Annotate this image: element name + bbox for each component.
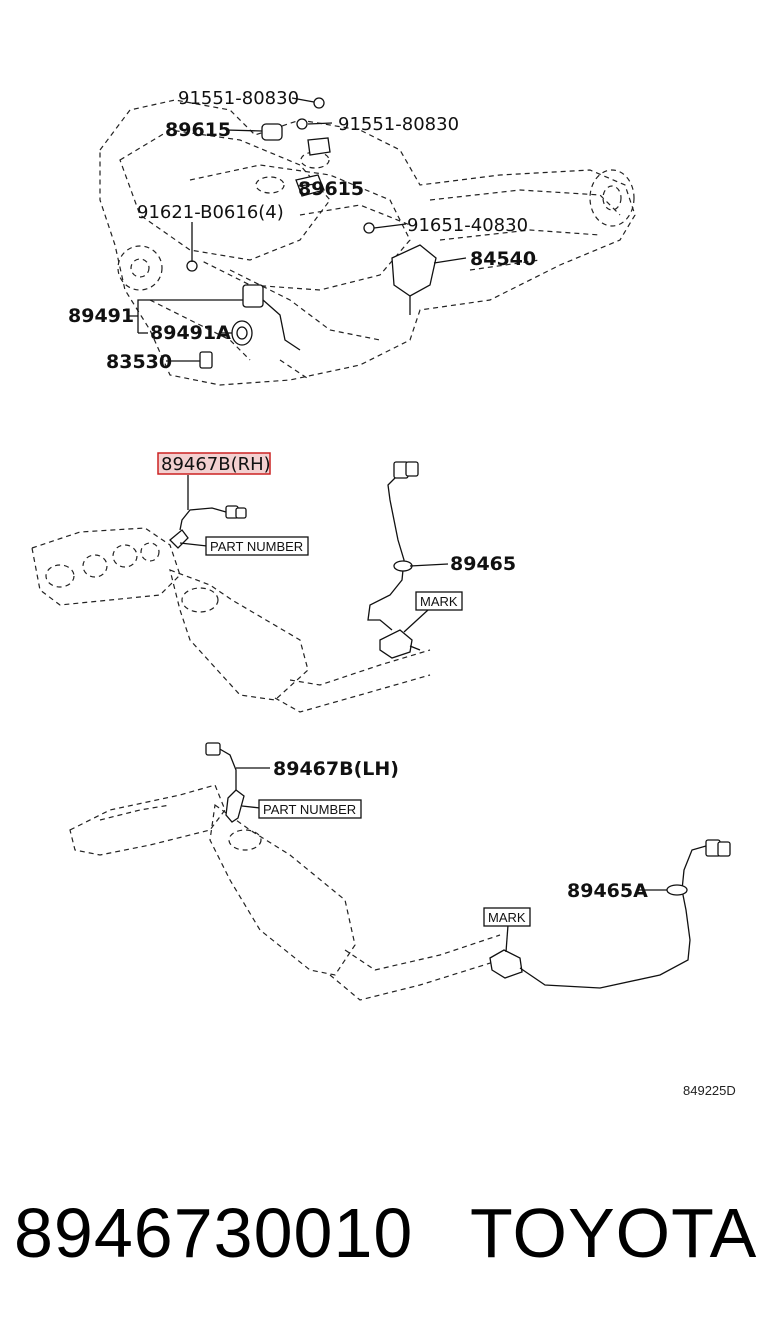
label-89465: 89465 bbox=[450, 553, 516, 575]
knock-sensor-1 bbox=[261, 123, 283, 141]
bolt-2-icon bbox=[296, 118, 308, 130]
part-number-box-1 bbox=[205, 536, 309, 556]
oil-pressure-switch bbox=[199, 351, 213, 369]
grommet-89465 bbox=[393, 560, 413, 572]
connector-89467b-lh bbox=[205, 742, 221, 756]
label-91651-40830: 91651-40830 bbox=[407, 215, 528, 236]
reference-code: 849225D bbox=[683, 1083, 736, 1098]
bolt-3-icon bbox=[307, 137, 331, 156]
engine-assembly bbox=[99, 97, 636, 386]
label-91551-80830-b: 91551-80830 bbox=[338, 114, 459, 135]
bolt-1-icon bbox=[313, 97, 325, 109]
part-number-text-1: PART NUMBER bbox=[210, 539, 303, 554]
label-89491: 89491 bbox=[68, 305, 134, 327]
sensor-89467b-lh bbox=[225, 789, 245, 823]
exhaust-lh bbox=[69, 742, 731, 1001]
sensor-89465a-body bbox=[489, 949, 523, 979]
label-89467b-lh: 89467B(LH) bbox=[273, 758, 399, 780]
exhaust-rh bbox=[31, 461, 449, 713]
cam-sensor bbox=[242, 284, 264, 308]
bolt-4-icon bbox=[186, 260, 198, 272]
label-89467b-rh[interactable]: 89467B(RH) bbox=[161, 454, 271, 475]
label-84540: 84540 bbox=[470, 248, 536, 270]
label-91621-b0616: 91621-B0616(4) bbox=[137, 202, 284, 223]
label-89615-a: 89615 bbox=[165, 119, 231, 141]
footer-part-number: 8946730010 bbox=[14, 1194, 414, 1272]
bolt-5-icon bbox=[363, 222, 375, 234]
sensor-89467b-rh bbox=[169, 529, 189, 549]
mark-box-2 bbox=[483, 907, 531, 927]
crank-sensor bbox=[391, 244, 437, 297]
knock-sensor-2 bbox=[295, 174, 325, 197]
label-89465a: 89465A bbox=[567, 880, 648, 902]
footer-brand: TOYOTA bbox=[470, 1194, 758, 1272]
label-89491a: 89491A bbox=[150, 322, 231, 344]
mark-text-1: MARK bbox=[420, 594, 458, 609]
highlight-box bbox=[157, 452, 271, 475]
label-91551-80830-a: 91551-80830 bbox=[178, 88, 299, 109]
grommet-89465a bbox=[666, 884, 688, 896]
part-number-text-2: PART NUMBER bbox=[263, 802, 356, 817]
mark-box-1 bbox=[415, 591, 463, 611]
sensor-89465-body bbox=[379, 629, 413, 659]
seal-ring bbox=[231, 320, 253, 346]
part-number-box-2 bbox=[258, 799, 362, 819]
label-89615-b: 89615 bbox=[298, 178, 364, 200]
label-83530: 83530 bbox=[106, 351, 172, 373]
mark-text-2: MARK bbox=[488, 910, 526, 925]
